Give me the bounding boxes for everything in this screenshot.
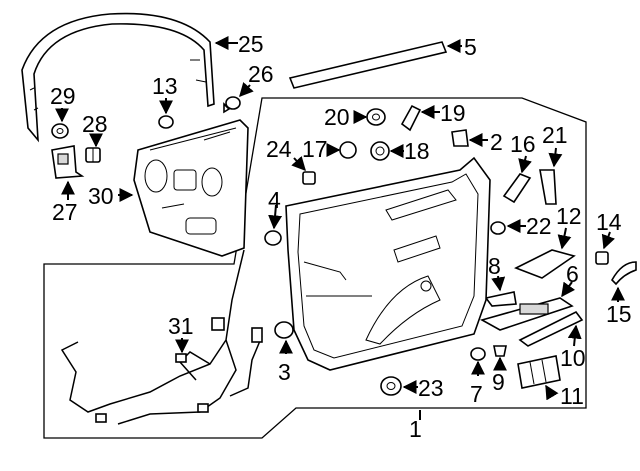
part-3-fastener — [274, 321, 294, 354]
callout-25: 25 — [238, 31, 264, 57]
callout-8: 8 — [488, 253, 501, 279]
part-2-clip — [451, 129, 488, 147]
part-14-screw — [595, 231, 615, 265]
callout-21: 21 — [542, 122, 568, 148]
part-21-bracket — [539, 147, 563, 205]
part-7-clip — [470, 347, 486, 376]
callout-23: 23 — [418, 375, 444, 401]
callout-31: 31 — [168, 313, 194, 339]
callout-29: 29 — [50, 83, 76, 109]
callout-20: 20 — [324, 104, 350, 130]
part-18-fastener — [370, 141, 404, 161]
callout-15: 15 — [606, 301, 632, 327]
part-13-grommet — [158, 98, 174, 129]
part-23-grommet — [380, 376, 418, 396]
part-10-molding — [518, 310, 584, 347]
callout-26: 26 — [248, 61, 274, 87]
callout-28: 28 — [82, 111, 108, 137]
callout-1: 1 — [409, 416, 422, 442]
part-19-handle-insert — [400, 104, 440, 132]
callout-5: 5 — [464, 34, 477, 60]
callout-6: 6 — [566, 261, 579, 287]
part-15-speaker-cover — [611, 261, 637, 302]
part-17-fastener — [326, 141, 357, 159]
callout-27: 27 — [52, 199, 78, 225]
callout-labels: 1 2 3 4 5 6 7 8 9 10 11 12 13 14 15 16 1… — [50, 31, 632, 442]
callout-19: 19 — [440, 100, 466, 126]
part-4-fastener — [264, 204, 283, 246]
callout-11: 11 — [560, 383, 584, 409]
part-22-fastener — [490, 219, 526, 235]
callout-2: 2 — [490, 129, 503, 155]
callout-22: 22 — [526, 213, 552, 239]
callout-14: 14 — [596, 209, 622, 235]
part-9-clip — [493, 345, 507, 371]
callout-30: 30 — [88, 183, 114, 209]
part-6-armrest-panel — [479, 281, 576, 331]
part-27-bracket — [51, 145, 85, 200]
callout-13: 13 — [152, 73, 178, 99]
callout-24: 24 — [266, 136, 292, 162]
part-5-belt-strip — [288, 39, 462, 89]
callout-9: 9 — [492, 369, 505, 395]
part-8-trim-insert — [484, 275, 517, 307]
callout-4: 4 — [268, 187, 281, 213]
callout-12: 12 — [556, 203, 582, 229]
assembly-boundary — [43, 97, 587, 439]
part-25-window-frame — [21, 12, 238, 143]
part-20-grommet — [353, 108, 386, 126]
callout-16: 16 — [510, 131, 536, 157]
part-24-screw — [291, 155, 316, 185]
part-11-switch — [517, 355, 561, 401]
part-26-push-pin — [223, 81, 254, 114]
callout-18: 18 — [404, 138, 430, 164]
callout-10: 10 — [560, 345, 586, 371]
part-12-switch-panel — [514, 227, 576, 279]
callout-7: 7 — [470, 381, 483, 407]
part-28-screw — [85, 133, 103, 163]
part-16-bezel — [502, 155, 532, 204]
door-trim-panel — [285, 156, 491, 371]
callout-17: 17 — [302, 136, 328, 162]
part-31-wiring-harness — [60, 249, 263, 425]
part-30-door-module — [118, 119, 249, 257]
part-29-grommet — [51, 108, 69, 139]
callout-3: 3 — [278, 359, 291, 385]
